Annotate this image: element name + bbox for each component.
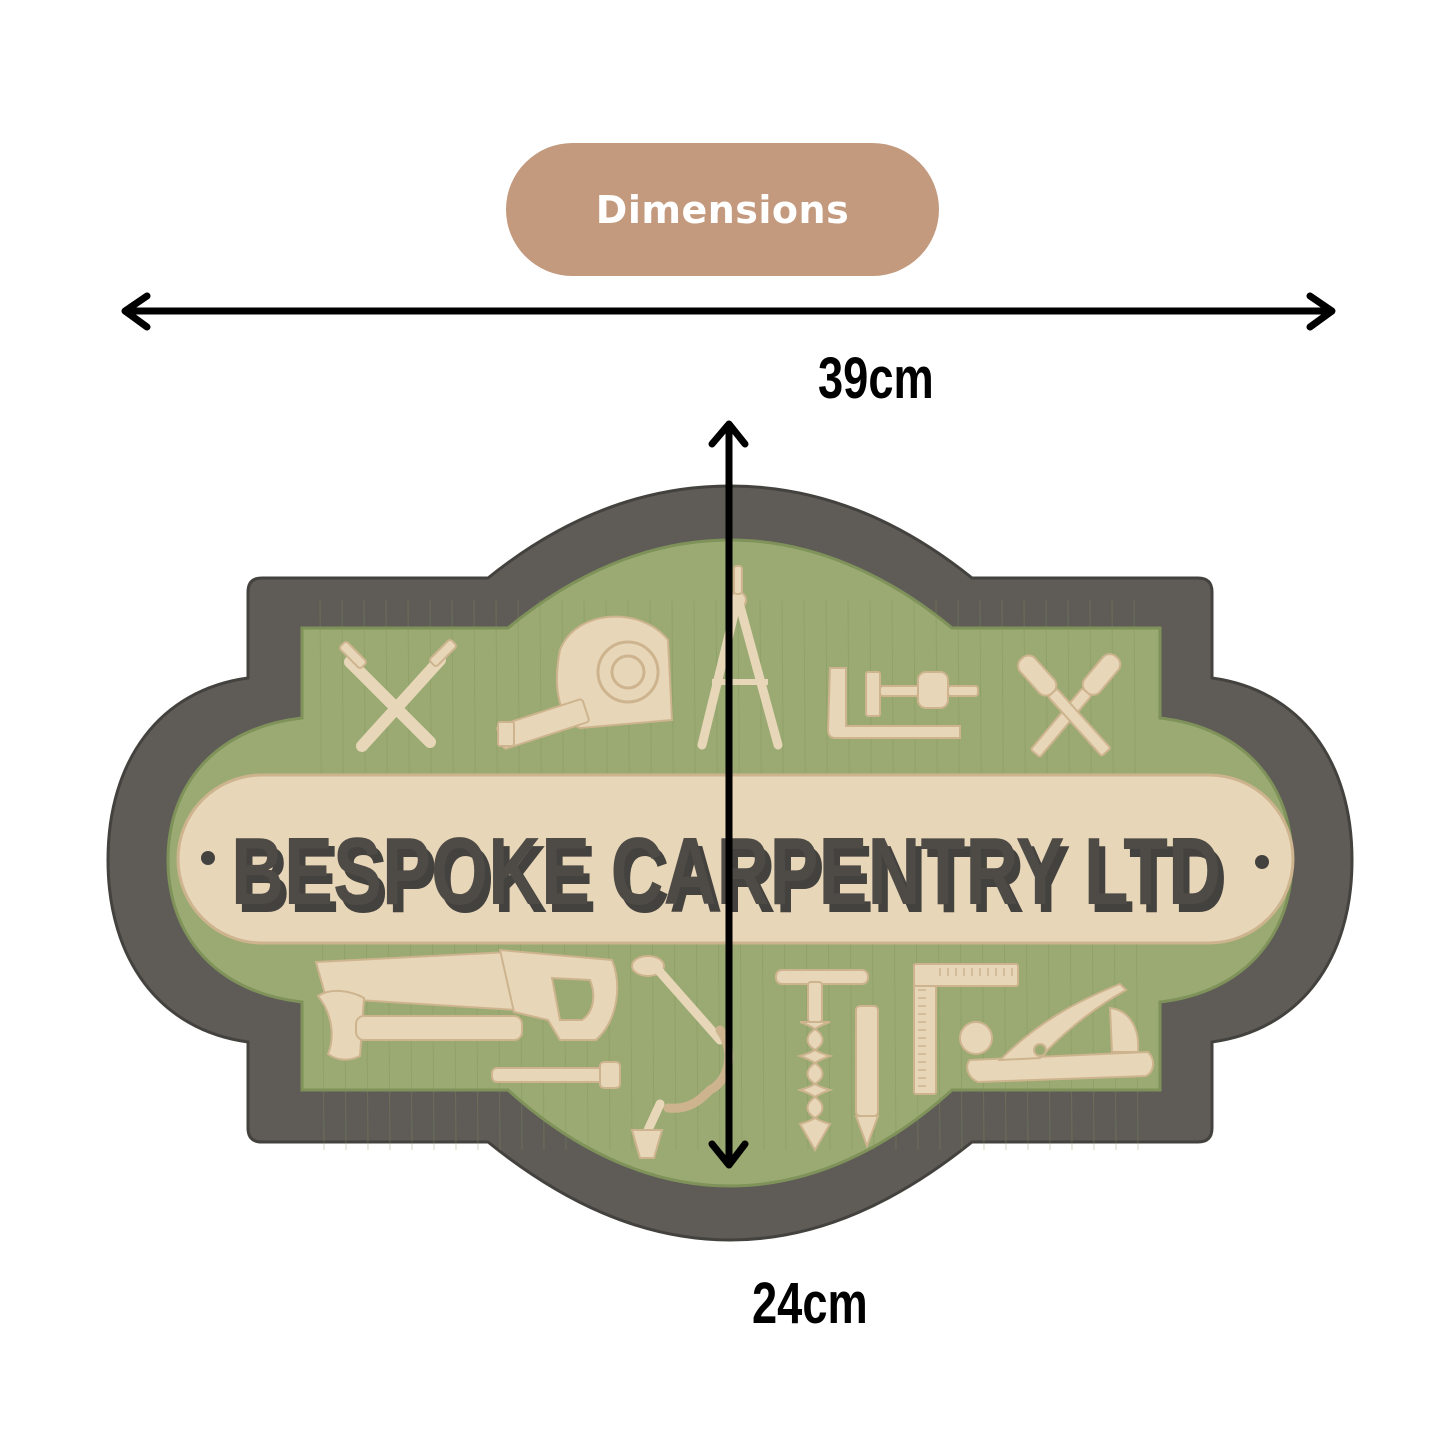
height-label: 24cm — [752, 1271, 868, 1336]
width-dimension-arrow — [121, 292, 1336, 331]
clamp-icon — [826, 667, 979, 739]
dimensions-badge: Dimensions — [506, 143, 939, 276]
width-label: 39cm — [818, 346, 934, 411]
crossed-nails-icon — [339, 639, 457, 752]
height-dimension-arrow — [708, 420, 749, 1169]
auger-bit-icon — [775, 969, 869, 1153]
hand-plane-icon — [959, 982, 1154, 1084]
dimensions-badge-label: Dimensions — [595, 187, 850, 232]
hammer-icon — [316, 990, 523, 1061]
nail-icon — [491, 1061, 621, 1089]
sign-name-banner — [176, 773, 1295, 945]
tape-measure-icon — [496, 615, 674, 750]
screw-hole-right — [1255, 855, 1269, 869]
pencil-icon — [854, 1005, 880, 1149]
crossed-chisels-icon — [1017, 653, 1122, 758]
screw-hole-left — [201, 851, 215, 865]
square-ruler-icon — [913, 963, 1019, 1095]
saw-icon — [314, 948, 619, 1041]
